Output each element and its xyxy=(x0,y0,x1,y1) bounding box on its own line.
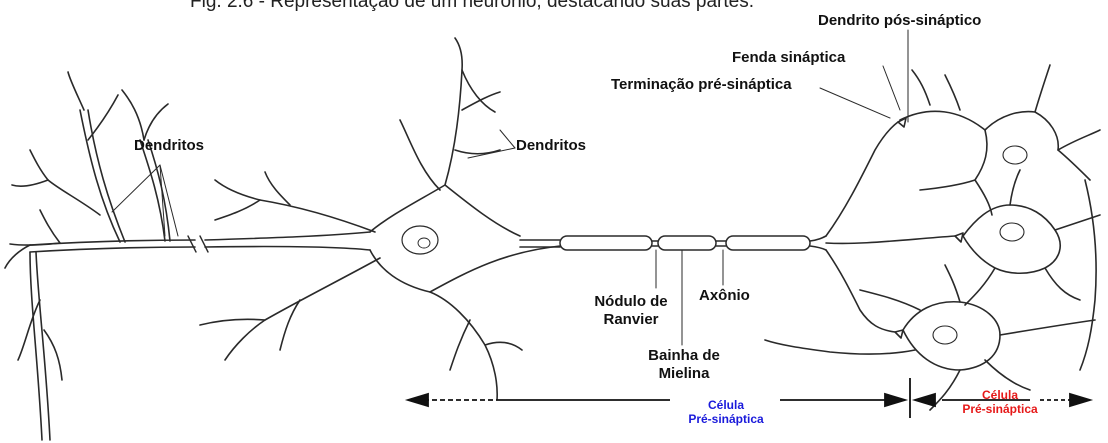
cell-left-line2: Pré-sináptica xyxy=(672,412,780,426)
label-fenda-sinaptica: Fenda sináptica xyxy=(732,49,845,67)
label-dendrito-pos-sinaptico: Dendrito pós-sináptico xyxy=(818,12,981,30)
label-bainha-mielina: Bainha de Mielina xyxy=(638,347,730,383)
left-dendritic-tree xyxy=(5,72,208,440)
postsynaptic-outline xyxy=(1080,180,1096,370)
label-nodulo-ranvier-line2: Ranvier xyxy=(583,311,679,329)
label-bainha-mielina-line2: Mielina xyxy=(638,365,730,383)
arrowhead-left xyxy=(408,394,428,406)
cell-left-line1: Célula xyxy=(672,398,780,412)
label-terminacao-pre-sinaptica: Terminação pré-sináptica xyxy=(611,76,792,94)
cell-right-line1: Célula xyxy=(944,388,1056,402)
arrowhead-mid-right xyxy=(885,394,905,406)
label-axonio: Axônio xyxy=(699,287,750,305)
postsynaptic-neuron-top xyxy=(900,65,1100,215)
arrowhead-right xyxy=(1070,394,1090,406)
label-celula-pre-sinaptica-left: Célula Pré-sináptica xyxy=(672,398,780,426)
axon xyxy=(520,236,826,250)
main-soma xyxy=(200,38,560,400)
cell-right-line2: Pré-sináptica xyxy=(944,402,1056,416)
postsynaptic-neuron-middle xyxy=(963,170,1100,305)
figure-title: Fig. 2.6 - Representação de um neurônio,… xyxy=(190,0,754,13)
label-bainha-mielina-line1: Bainha de xyxy=(638,347,730,365)
arrowhead-mid-left xyxy=(915,394,935,406)
label-nodulo-ranvier-line1: Nódulo de xyxy=(583,293,679,311)
label-dendritos-left: Dendritos xyxy=(134,137,204,155)
label-celula-pre-sinaptica-right: Célula Pré-sináptica xyxy=(944,388,1056,416)
axon-terminals xyxy=(826,118,963,338)
label-nodulo-ranvier: Nódulo de Ranvier xyxy=(583,293,679,329)
label-dendritos-right: Dendritos xyxy=(516,137,586,155)
